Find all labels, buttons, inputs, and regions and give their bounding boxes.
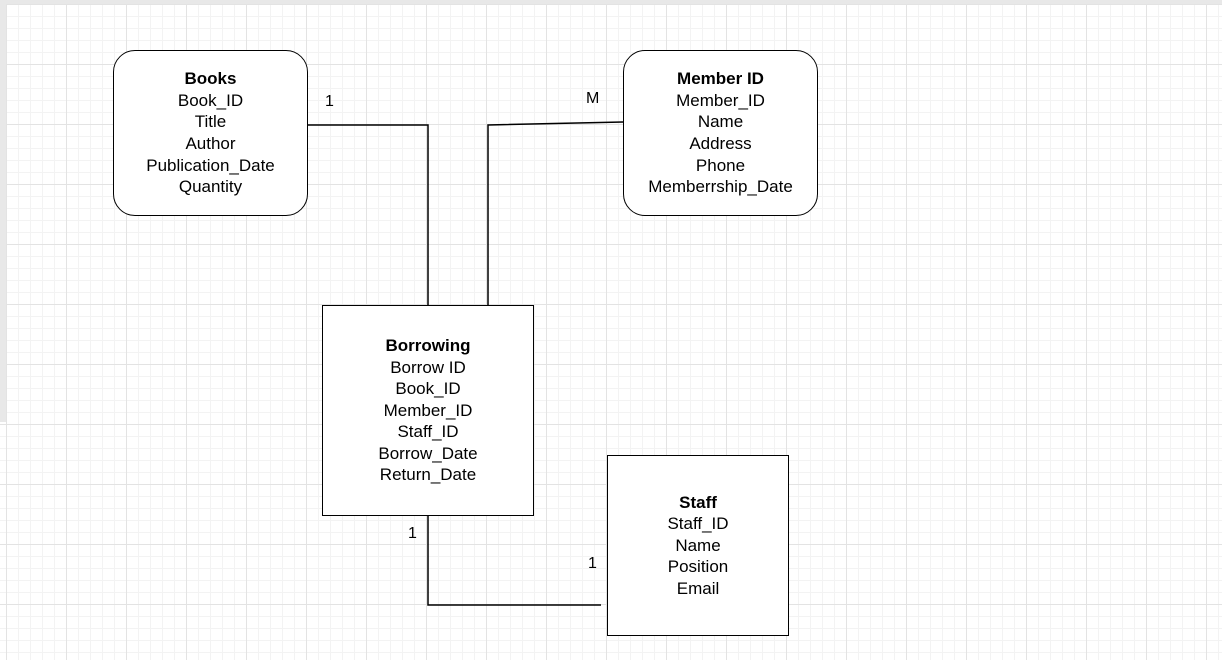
books-attr-book-id: Book_ID	[177, 90, 244, 110]
member-entity-title: Member ID	[677, 69, 764, 89]
cardinality-books-label[interactable]: 1	[325, 93, 334, 110]
staff-attr-name: Name	[675, 535, 721, 555]
staff-entity[interactable]: Staff Staff_ID Name Position Email	[607, 455, 789, 636]
borrowing-entity-title: Borrowing	[385, 335, 471, 355]
borrowing-attr-member-id: Member_ID	[383, 400, 473, 420]
books-borrowing-connector[interactable]	[307, 124, 429, 305]
member-attr-membership-date: Memberrship_Date	[648, 177, 793, 197]
member-attr-phone: Phone	[695, 155, 746, 175]
staff-attr-staff-id: Staff_ID	[667, 514, 729, 534]
cardinality-member-label[interactable]: M	[586, 90, 600, 107]
borrowing-entity[interactable]: Borrowing Borrow ID Book_ID Member_ID St…	[322, 305, 534, 516]
member-borrowing-connector[interactable]	[487, 121, 624, 305]
cardinality-staff-label[interactable]: 1	[588, 555, 597, 572]
staff-attr-email: Email	[676, 578, 720, 598]
canvas-top-border	[0, 0, 1222, 4]
member-attr-name: Name	[697, 112, 744, 132]
books-attr-publication-date: Publication_Date	[146, 155, 275, 175]
borrowing-attr-staff-id: Staff_ID	[397, 422, 459, 442]
borrowing-attr-borrow-id: Borrow ID	[390, 357, 466, 377]
books-entity-title: Books	[184, 69, 237, 89]
borrowing-attr-borrow-date: Borrow_Date	[378, 443, 478, 463]
books-attr-title: Title	[194, 112, 227, 132]
member-entity[interactable]: Member ID Member_ID Name Address Phone M…	[623, 50, 818, 216]
borrowing-attr-book-id: Book_ID	[395, 379, 461, 399]
member-attr-address: Address	[689, 134, 752, 153]
staff-entity-title: Staff	[679, 492, 717, 512]
borrowing-attr-return-date: Return_Date	[379, 465, 477, 485]
canvas-left-border	[0, 0, 6, 422]
cardinality-borrowing-label[interactable]: 1	[408, 525, 417, 542]
member-attr-member-id: Member_ID	[676, 90, 765, 110]
books-entity[interactable]: Books Book_ID Title Author Publication_D…	[113, 50, 308, 216]
books-attr-author: Author	[185, 134, 236, 153]
staff-attr-position: Position	[667, 557, 729, 577]
borrowing-staff-connector[interactable]	[427, 516, 601, 606]
books-attr-quantity: Quantity	[178, 177, 243, 197]
